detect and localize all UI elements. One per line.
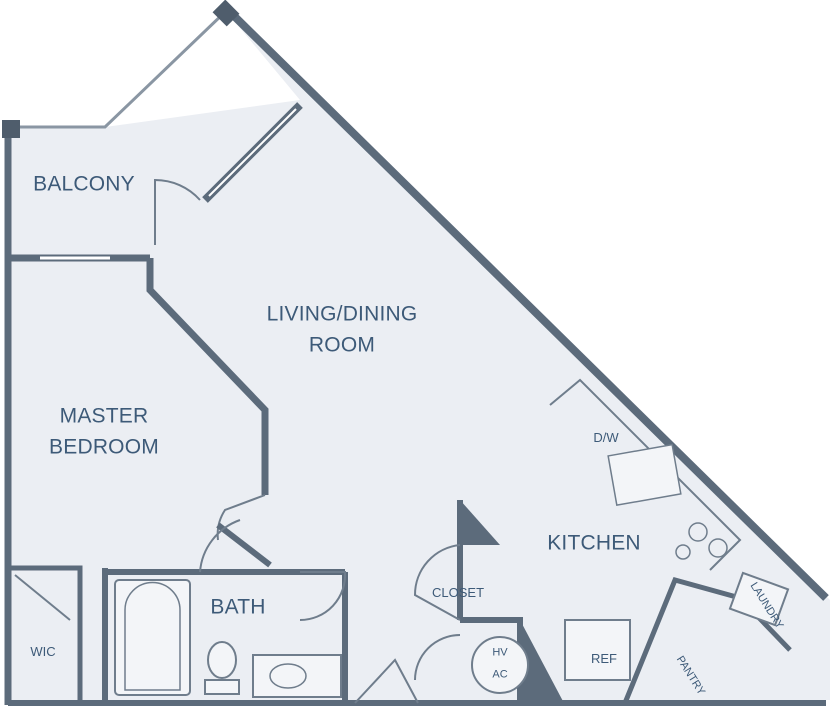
- label-master-line1: MASTER: [59, 404, 149, 428]
- wall-corner-top: [212, 0, 240, 27]
- closet-corner-wall: [460, 500, 500, 545]
- vanity: [252, 654, 342, 698]
- wic-wall: [8, 565, 83, 705]
- refrigerator: [564, 619, 631, 681]
- bedroom-wall: [146, 258, 269, 495]
- label-master-line2: BEDROOM: [49, 435, 159, 459]
- label-living-line2: ROOM: [308, 333, 376, 357]
- bedroom-door-swing: [216, 494, 266, 541]
- laundry-unit: [728, 571, 790, 627]
- label-hvac-line2: AC: [492, 668, 508, 681]
- pantry-wall: [622, 576, 792, 704]
- closet-door-swing: [413, 544, 461, 621]
- label-living-line1: LIVING/DINING: [266, 302, 418, 326]
- floor-area: [8, 10, 830, 700]
- toilet: [207, 641, 237, 679]
- wall-corner-left: [2, 120, 20, 138]
- balcony-railing: [8, 10, 227, 129]
- label-balcony: BALCONY: [33, 172, 135, 196]
- balcony-door-swing: [154, 178, 201, 245]
- entry-door-swing: [354, 658, 419, 704]
- hvac-unit: [471, 636, 529, 694]
- label-wic: WIC: [30, 644, 56, 660]
- label-bath: BATH: [210, 595, 266, 619]
- label-ref: REF: [591, 651, 617, 667]
- label-closet: CLOSET: [431, 585, 485, 601]
- label-hvac-line1: HV: [492, 646, 508, 659]
- label-dw: D/W: [593, 430, 619, 446]
- bath-door-swing: [199, 519, 241, 573]
- exterior-wall-diagonal: [225, 7, 829, 601]
- hvac-wall: [520, 620, 565, 705]
- label-kitchen: KITCHEN: [547, 531, 641, 555]
- bathtub: [114, 579, 191, 696]
